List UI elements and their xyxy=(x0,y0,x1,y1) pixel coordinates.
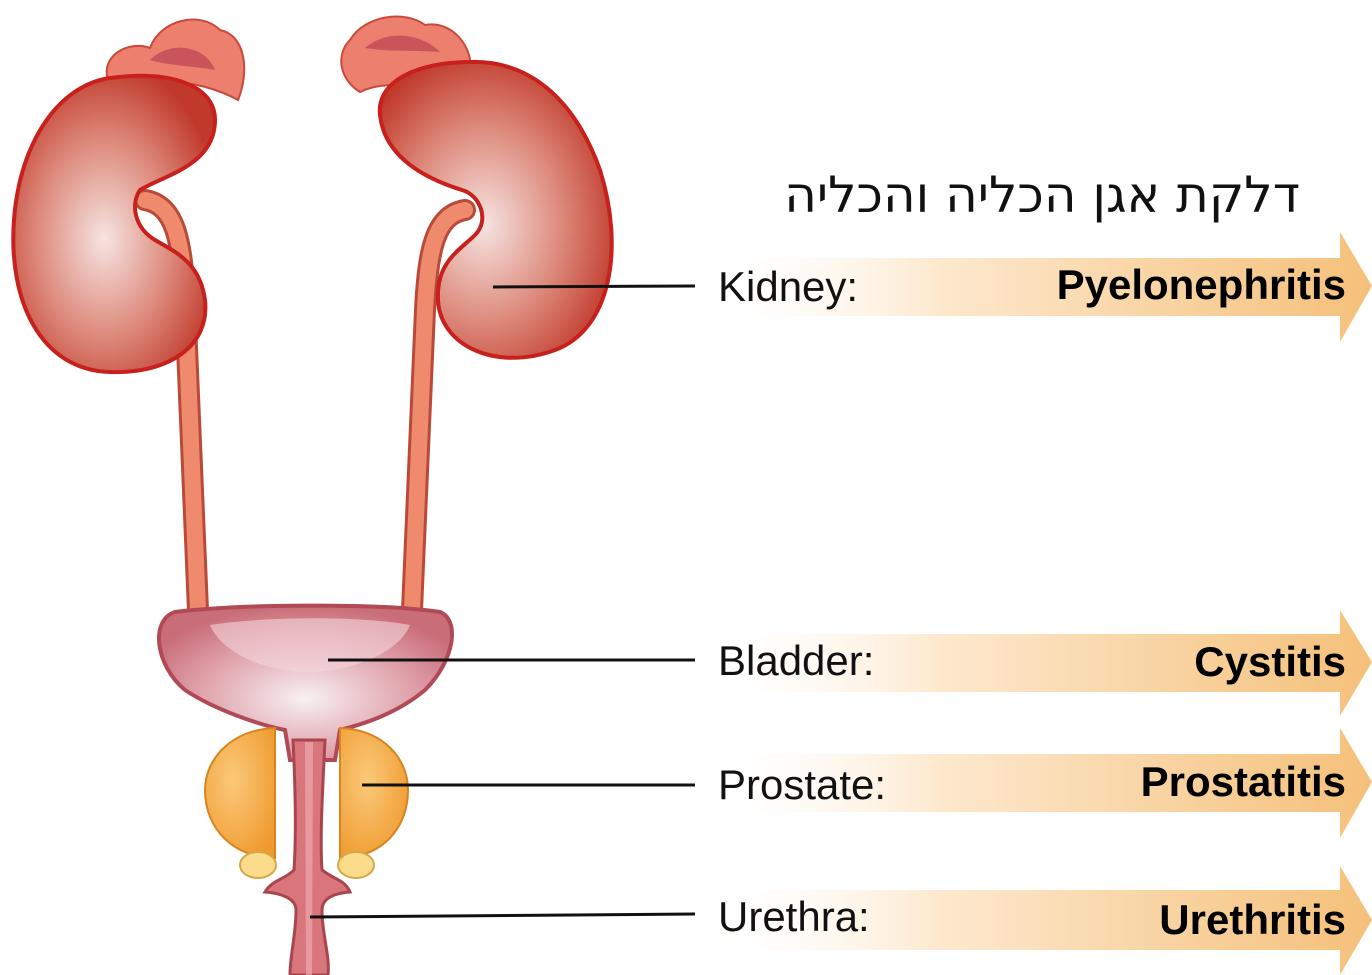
organ-label-bladder: Bladder: xyxy=(718,640,874,682)
bladder xyxy=(159,606,452,760)
hebrew-caption: דלקת אגן הכליה והכליה xyxy=(760,170,1300,220)
condition-label-urethritis: Urethritis xyxy=(1159,899,1346,941)
organ-label-urethra: Urethra: xyxy=(718,896,870,938)
condition-label-pyelonephritis: Pyelonephritis xyxy=(1057,264,1346,306)
condition-label-prostatitis: Prostatitis xyxy=(1141,761,1346,803)
pointer-line-urethra xyxy=(310,914,695,917)
condition-label-cystitis: Cystitis xyxy=(1194,641,1346,683)
organ-label-kidney: Kidney: xyxy=(718,266,858,308)
organ-label-prostate: Prostate: xyxy=(718,764,886,806)
urethra xyxy=(265,740,350,975)
pointer-line-kidney xyxy=(493,286,695,287)
